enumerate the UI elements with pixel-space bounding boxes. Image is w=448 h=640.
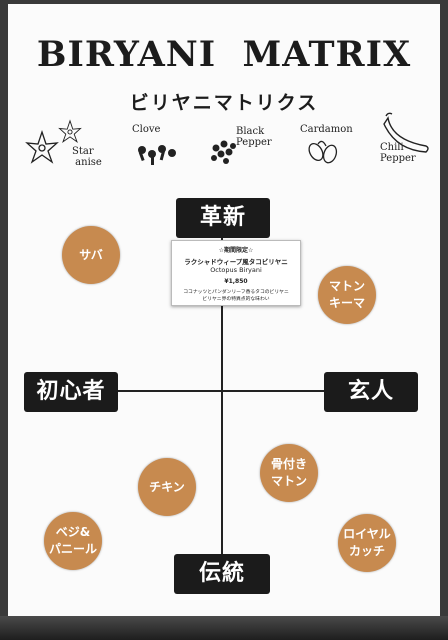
special-name-en: Octopus Biryani bbox=[210, 266, 262, 274]
spice-black-pepper: Black Pepper bbox=[206, 122, 276, 170]
special-desc-1: ココナッツとパンダンリーフ香るタコのビリヤニ bbox=[183, 290, 289, 295]
special-desc-2: ビリヤニ界の特異点的な味わい bbox=[202, 297, 270, 302]
spice-label: Chili Pepper bbox=[380, 142, 416, 164]
dish-veg-paneer: ベジ& パニール bbox=[44, 512, 102, 570]
axis-label-innovation: 革新 bbox=[176, 198, 270, 238]
cardamon-icon bbox=[308, 140, 338, 164]
poster-subtitle: ビリヤニマトリクス bbox=[129, 92, 319, 114]
spice-label: Clove bbox=[132, 124, 161, 135]
dish-bone-mutton: 骨付き マトン bbox=[260, 444, 318, 502]
spice-chili-pepper: Chili Pepper bbox=[370, 110, 440, 170]
axis-label-expert: 玄人 bbox=[324, 372, 418, 412]
spice-label: Cardamon bbox=[300, 124, 353, 135]
special-badge: ☆期間限定☆ bbox=[218, 247, 254, 254]
spice-cardamon: Cardamon bbox=[292, 124, 362, 168]
dish-chicken: チキン bbox=[138, 458, 196, 516]
horizontal-axis bbox=[106, 390, 344, 392]
dish-saba: サバ bbox=[62, 226, 120, 284]
special-price: ¥1,850 bbox=[224, 278, 248, 285]
limited-special-card: ☆期間限定☆ ラクシャドウィープ風タコビリヤニ Octopus Biryani … bbox=[171, 240, 301, 306]
axis-label-tradition: 伝統 bbox=[174, 554, 270, 594]
vertical-axis bbox=[221, 236, 223, 566]
star-anise-icon bbox=[25, 119, 82, 164]
black-pepper-icon bbox=[211, 140, 236, 164]
dish-mutton-keema: マトン キーマ bbox=[318, 266, 376, 324]
dish-royal-kacchi: ロイヤル カッチ bbox=[338, 514, 396, 572]
biryani-matrix-poster: BIRYANI MATRIX ビリヤニマトリクス Star anise Clov… bbox=[8, 4, 440, 616]
poster-title: BIRYANI MATRIX bbox=[36, 34, 412, 75]
special-name-jp: ラクシャドウィープ風タコビリヤニ bbox=[184, 258, 288, 266]
bottom-frame-strip bbox=[0, 616, 448, 640]
spice-label: Star anise bbox=[72, 146, 102, 168]
spice-clove: Clove bbox=[128, 124, 188, 165]
clove-icon bbox=[138, 145, 176, 165]
axis-label-beginner: 初心者 bbox=[24, 372, 118, 412]
spice-label: Black Pepper bbox=[236, 126, 272, 148]
chili-pepper-icon bbox=[383, 112, 429, 153]
spice-star-anise: Star anise bbox=[22, 114, 102, 170]
